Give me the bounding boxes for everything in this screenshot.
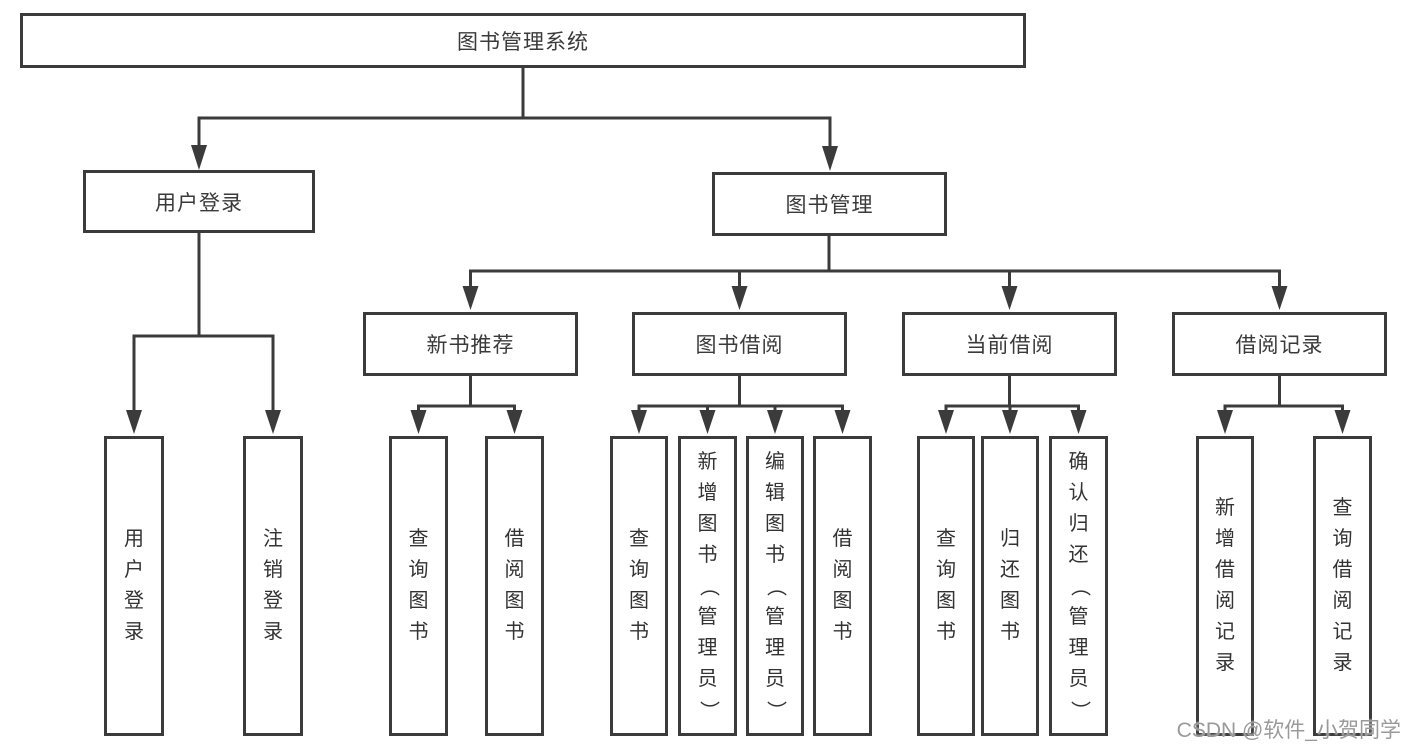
node-new-book-recommend: 新书推荐	[363, 312, 578, 376]
node-label: 图书管理	[785, 194, 874, 217]
node-label: 注销登录	[263, 528, 283, 643]
node-label: 用户登录	[124, 528, 144, 643]
leaf-query-borrow-record: 查询借阅记录	[1313, 436, 1372, 736]
node-label: 归还图书	[1000, 528, 1020, 643]
node-label: 图书借阅	[695, 334, 784, 357]
leaf-user-login: 用户登录	[104, 436, 164, 736]
leaf-return-books: 归还图书	[981, 436, 1039, 736]
node-label: 借阅图书	[832, 528, 853, 643]
node-label: 查询图书	[629, 528, 649, 643]
node-label: 当前借阅	[965, 334, 1054, 357]
node-label: 新增借阅记录	[1215, 497, 1235, 674]
node-book-borrow: 图书借阅	[632, 312, 847, 376]
leaf-query-books-recommend: 查询图书	[389, 436, 448, 736]
node-label: 查询借阅记录	[1332, 497, 1353, 674]
node-label: 借阅图书	[504, 528, 525, 643]
node-library-system: 图书管理系统	[20, 13, 1026, 68]
leaf-edit-books-admin: 编辑图书（管理员）	[746, 436, 804, 736]
leaf-add-books-admin: 新增图书（管理员）	[678, 436, 737, 736]
leaf-query-books-current: 查询图书	[917, 436, 975, 736]
node-label: 查询图书	[408, 528, 429, 643]
leaf-confirm-return-admin: 确认归还（管理员）	[1049, 436, 1108, 736]
leaf-borrow-books: 借阅图书	[813, 436, 872, 736]
node-label: 查询图书	[936, 528, 956, 643]
node-label: 用户登录	[155, 191, 243, 215]
node-book-management: 图书管理	[712, 172, 947, 236]
csdn-watermark: CSDN @软件_小贺同学	[1176, 719, 1401, 742]
node-label: 图书管理系统	[457, 30, 589, 54]
node-current-borrow: 当前借阅	[902, 312, 1117, 376]
node-label: 新增图书（管理员）	[697, 450, 719, 721]
node-borrow-records: 借阅记录	[1172, 312, 1387, 376]
leaf-logout: 注销登录	[243, 436, 303, 736]
node-label: 新书推荐	[426, 334, 515, 357]
leaf-add-borrow-record: 新增借阅记录	[1196, 436, 1254, 736]
node-user-login: 用户登录	[83, 170, 315, 233]
node-label: 借阅记录	[1235, 334, 1324, 357]
leaf-borrow-books-recommend: 借阅图书	[485, 436, 544, 736]
node-label: 编辑图书（管理员）	[764, 450, 787, 721]
leaf-query-books-borrow: 查询图书	[610, 436, 668, 736]
node-label: 确认归还（管理员）	[1068, 450, 1090, 721]
